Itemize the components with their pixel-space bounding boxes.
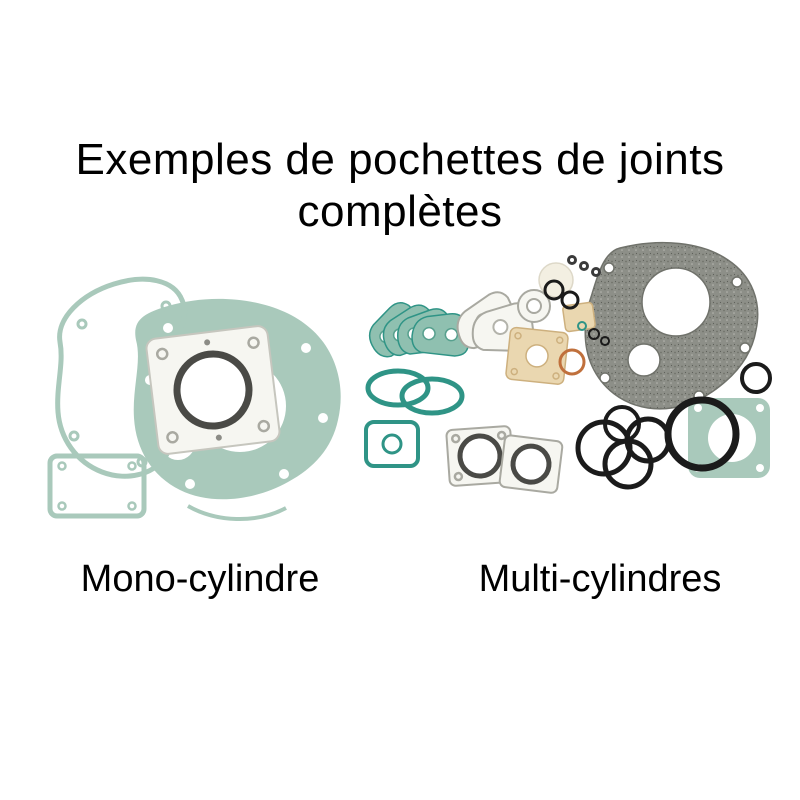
multi-cylinder-kit-figure xyxy=(358,238,778,543)
head-gasket-stack xyxy=(368,302,469,358)
rectangular-gasket xyxy=(47,453,147,519)
oval-gaskets xyxy=(365,368,465,416)
gasket-edge-line xyxy=(187,504,287,522)
multi-cylinder-label: Multi-cylindres xyxy=(478,558,722,600)
washers xyxy=(567,255,601,277)
speckled-crankcase-gasket xyxy=(584,241,759,410)
clutch-cover-gasket xyxy=(55,276,188,479)
small-seals xyxy=(543,279,610,376)
base-gaskets xyxy=(445,425,564,494)
o-ring-chain xyxy=(575,405,672,490)
title-line-2: complètes xyxy=(297,186,503,236)
mono-cylinder-gasket-kit-image xyxy=(47,276,341,522)
mono-cylinder-label: Mono-cylindre xyxy=(80,558,320,600)
cylinder-head-gasket xyxy=(145,325,281,455)
cover-gasket-with-oring xyxy=(664,362,772,478)
page-title: Exemples de pochettes de joints complète… xyxy=(0,134,800,238)
multi-cylinder-gasket-kit-image xyxy=(364,241,772,494)
small-cover-gasket xyxy=(364,420,420,468)
mono-cylinder-kit-figure xyxy=(18,268,348,543)
title-line-1: Exemples de pochettes de joints xyxy=(75,135,725,184)
tan-paper-gaskets xyxy=(505,301,596,385)
